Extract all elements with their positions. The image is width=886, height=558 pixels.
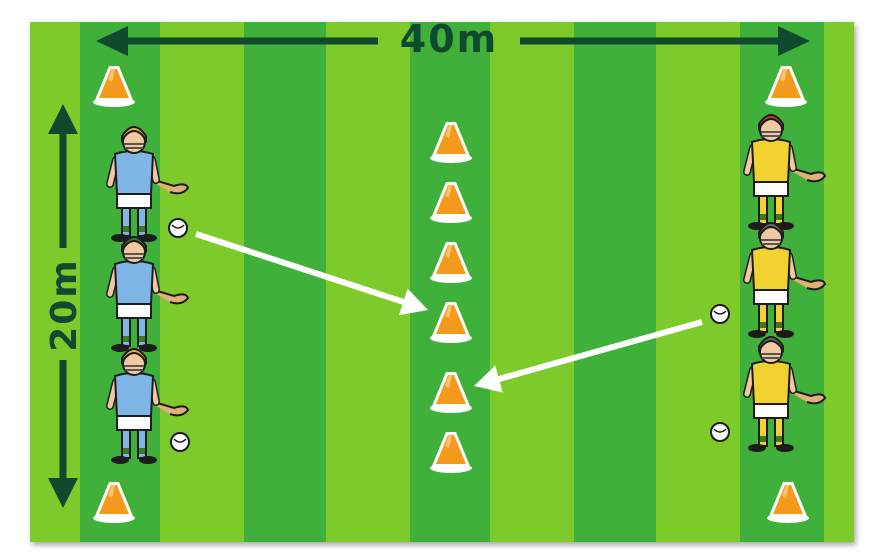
pitch-stripe xyxy=(574,22,656,542)
width-label: 40m xyxy=(400,17,498,61)
pitch-stripe xyxy=(490,22,574,542)
sliotar-ball xyxy=(711,305,729,323)
pitch-stripe xyxy=(824,22,854,542)
sliotar-ball xyxy=(171,433,189,451)
length-label: 20m xyxy=(44,258,85,352)
pitch-stripe xyxy=(656,22,740,542)
pitch-stripe xyxy=(244,22,326,542)
sliotar-ball xyxy=(169,219,187,237)
sliotar-ball xyxy=(711,423,729,441)
pitch-stripe xyxy=(160,22,244,542)
